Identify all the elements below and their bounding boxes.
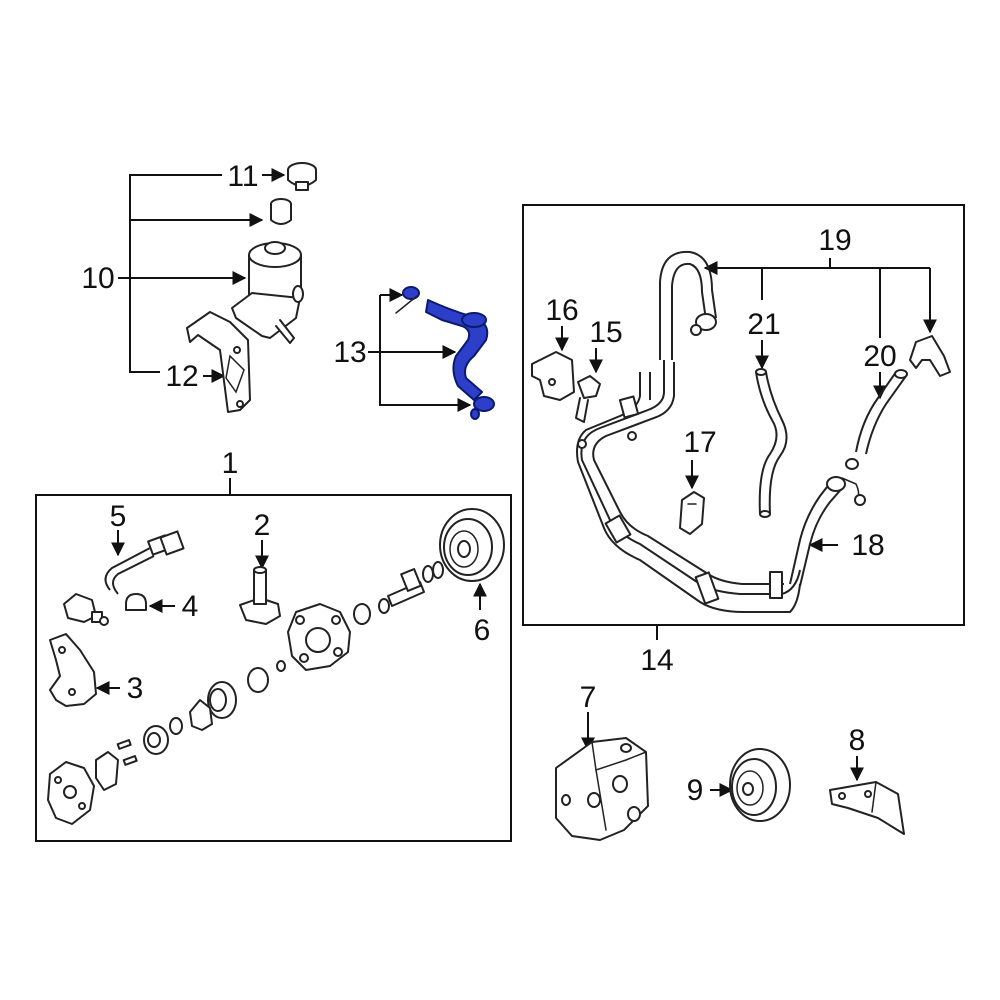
pressure-line-hose-part <box>789 476 866 587</box>
callout-12: 12 <box>165 360 198 393</box>
pump-cover-part <box>47 761 95 825</box>
callout-18: 18 <box>851 529 884 562</box>
pressure-switch-part <box>104 530 185 595</box>
o-ring-small-part <box>276 660 286 672</box>
callout-7: 7 <box>580 681 597 714</box>
reservoir-group <box>118 162 317 413</box>
reservoir-plug-part <box>125 593 147 611</box>
washer-part <box>353 603 371 625</box>
return-line-hose-part <box>845 369 908 470</box>
cam-ring-part <box>207 681 237 719</box>
mount-bracket-part <box>531 351 575 401</box>
callout-17: 17 <box>683 426 716 459</box>
callout-19: 19 <box>818 224 851 257</box>
hose-clip-part <box>679 491 705 535</box>
hose-clamp-lower-part <box>470 396 495 420</box>
reservoir-bracket-part <box>186 311 251 413</box>
callout-2: 2 <box>254 509 271 542</box>
callout-20: 20 <box>863 340 896 373</box>
callout-labels: 1 2 3 4 5 6 7 8 9 10 11 12 13 14 15 16 1… <box>81 160 896 807</box>
callout-14: 14 <box>640 644 673 677</box>
reservoir-cap-part <box>287 162 317 191</box>
idler-pulley-part <box>729 748 791 822</box>
callout-10: 10 <box>81 262 114 295</box>
pressure-hose-part <box>659 250 717 360</box>
hose-connector-part <box>909 335 951 377</box>
rotor-part <box>189 699 213 731</box>
reservoir-part <box>231 241 304 344</box>
return-hose-group <box>368 286 495 420</box>
pump-pulley-part <box>439 508 505 582</box>
pump-assembly-box <box>35 494 512 842</box>
callout-5: 5 <box>110 500 127 533</box>
shaft-seal-part <box>432 561 444 579</box>
callout-1: 1 <box>222 447 239 480</box>
heat-shield-part <box>829 781 905 835</box>
callout-9: 9 <box>687 774 704 807</box>
flow-plate-part <box>143 725 169 755</box>
return-hose-part <box>425 299 489 401</box>
callout-4: 4 <box>182 590 199 623</box>
pump-housing-part <box>287 603 351 671</box>
seal-part <box>378 598 390 614</box>
tube-assembly-part <box>576 360 801 613</box>
callout-21: 21 <box>747 308 780 341</box>
callout-15: 15 <box>589 316 622 349</box>
callout-11: 11 <box>227 160 258 193</box>
pressure-fitting-part <box>63 593 109 626</box>
callout-6: 6 <box>474 614 491 647</box>
pump-mount-bracket-part <box>555 737 649 841</box>
vane-part <box>122 755 138 766</box>
callout-13: 13 <box>333 336 366 369</box>
callout-3: 3 <box>127 672 144 705</box>
cooler-hose-part <box>755 368 788 518</box>
hose-lines-group <box>522 204 965 640</box>
vane-part <box>116 739 132 750</box>
gasket-part <box>95 751 119 791</box>
line-clamp-part <box>575 375 601 423</box>
o-ring-large-part <box>247 667 269 693</box>
reservoir-strainer-part <box>270 198 292 225</box>
side-plate-part <box>169 717 183 735</box>
hose-lines-box <box>522 204 965 626</box>
pump-shaft-part <box>387 565 434 607</box>
mounting-stud-part <box>239 566 281 625</box>
callout-8: 8 <box>849 724 866 757</box>
pump-bracket-part <box>49 633 97 707</box>
hose-clamp-upper-part <box>395 286 420 314</box>
pump-assembly-group <box>35 478 512 842</box>
callout-16: 16 <box>545 294 578 327</box>
